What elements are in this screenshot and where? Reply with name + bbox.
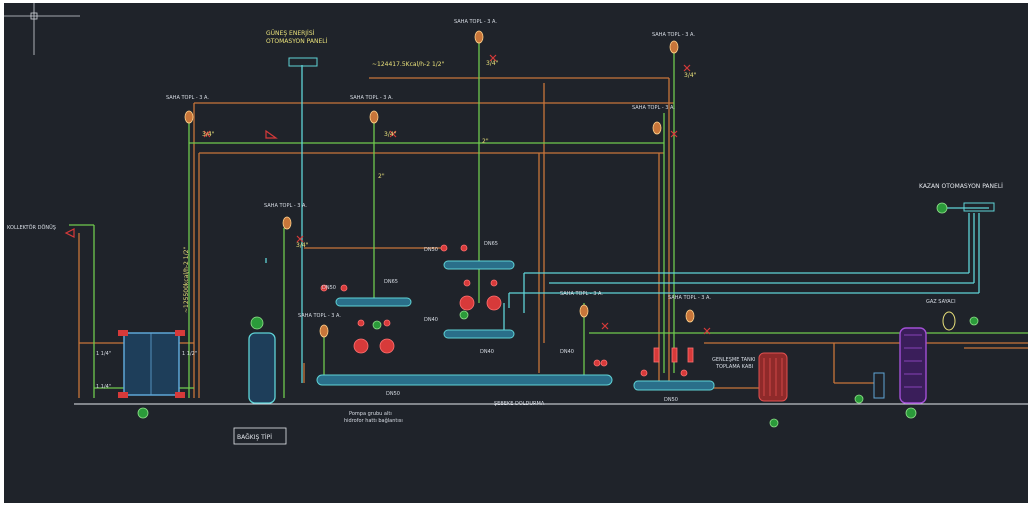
pipe-size-8: 1 1/4" (96, 351, 111, 357)
hvac-schematic: BAĞKIŞ TİPİ GENLEŞME TANKI TOPLAMA KABI (4, 3, 1028, 445)
pipe-size-4: 3/4" (684, 72, 697, 79)
bottom-note-2: hidrofor hattı bağlantısı (344, 417, 403, 424)
filling-note: ŞEBEKE DOLDURMA (494, 401, 545, 407)
cad-crosshair-icon (4, 3, 80, 55)
meter-label-2: SAHA TOPL - 3 A. (350, 95, 393, 101)
meter-label-4: SAHA TOPL - 3 A. (652, 32, 695, 38)
flow-meters (184, 30, 695, 338)
dn-label-4: DN65 (384, 279, 398, 285)
pipe-size-3: 3/4" (486, 60, 499, 67)
pipe-size-10: 1 1/2" (182, 351, 197, 357)
boiler-panel-label: KAZAN OTOMASYON PANELİ (919, 183, 1003, 190)
expansion-label: GENLEŞME TANKI (712, 357, 756, 363)
gas-meter-label: GAZ SAYACI (926, 299, 956, 305)
solar-panel-label-line2: OTOMASYON PANELİ (266, 38, 328, 45)
pipe-size-6: 2" (482, 138, 489, 145)
dn-label-5: DN40 (424, 317, 438, 323)
dn-label-7: DN40 (560, 349, 574, 355)
meter-label-5: SAHA TOPL - 3 A. (632, 105, 675, 111)
expansion-tank: GENLEŞME TANKI TOPLAMA KABI (712, 352, 788, 428)
bottom-note-1: Pompa grubu altı (349, 411, 392, 417)
cad-drawing-canvas[interactable]: BAĞKIŞ TİPİ GENLEŞME TANKI TOPLAMA KABI (4, 3, 1028, 503)
automation-panels (288, 57, 995, 214)
vertical-flow-label: ~125500kcal/h-2 1/2" (183, 247, 190, 313)
meter-label-1: SAHA TOPL - 3 A. (166, 95, 209, 101)
circulation-pumps (320, 244, 694, 377)
cyan-pipe-network (265, 65, 989, 383)
drawing-labels: GÜNEŞ ENERJİSİ OTOMASYON PANELİ KAZAN OT… (7, 19, 1003, 424)
meter-label-3: SAHA TOPL - 3 A. (454, 19, 497, 25)
expansion-sub-label: TOPLAMA KABI (715, 364, 753, 370)
boiler (854, 311, 979, 419)
pipe-size-9: 1 1/4" (96, 384, 111, 390)
equipment-tags (372, 310, 469, 330)
control-valves (64, 54, 711, 335)
dn-label-3: DN50 (322, 285, 336, 291)
pipe-size-5: 3/4" (296, 242, 309, 249)
pipe-size-7: 2" (378, 173, 385, 180)
tank-type-label: BAĞKIŞ TİPİ (237, 434, 272, 441)
orange-pipe-network (78, 77, 1028, 398)
meter-label-8: SAHA TOPL - 3 A. (560, 291, 603, 297)
left-header-label: KOLLEKTÖR DÖNÜŞ (7, 224, 56, 231)
main-flow-label: ~124417.5Kcal/h-2 1/2" (372, 61, 445, 68)
pipe-size-2: 3/4" (384, 131, 397, 138)
plate-heat-exchanger (118, 330, 185, 419)
dn-label-6: DN40 (480, 349, 494, 355)
distribution-manifolds (316, 260, 715, 391)
dn-label-1: DN50 (424, 247, 438, 253)
meter-label-7: SAHA TOPL - 3 A. (298, 313, 341, 319)
dn-label-2: DN65 (484, 241, 498, 247)
pipe-size-1: 3/4" (202, 131, 215, 138)
meter-label-6: SAHA TOPL - 3 A. (264, 203, 307, 209)
solar-panel-label-line1: GÜNEŞ ENERJİSİ (266, 30, 315, 37)
green-pipe-network (69, 33, 1028, 398)
dn-label-8: DN50 (386, 391, 400, 397)
meter-label-9: SAHA TOPL - 3 A. (668, 295, 711, 301)
storage-tank: BAĞKIŞ TİPİ (233, 316, 287, 445)
dn-label-9: DN50 (664, 397, 678, 403)
